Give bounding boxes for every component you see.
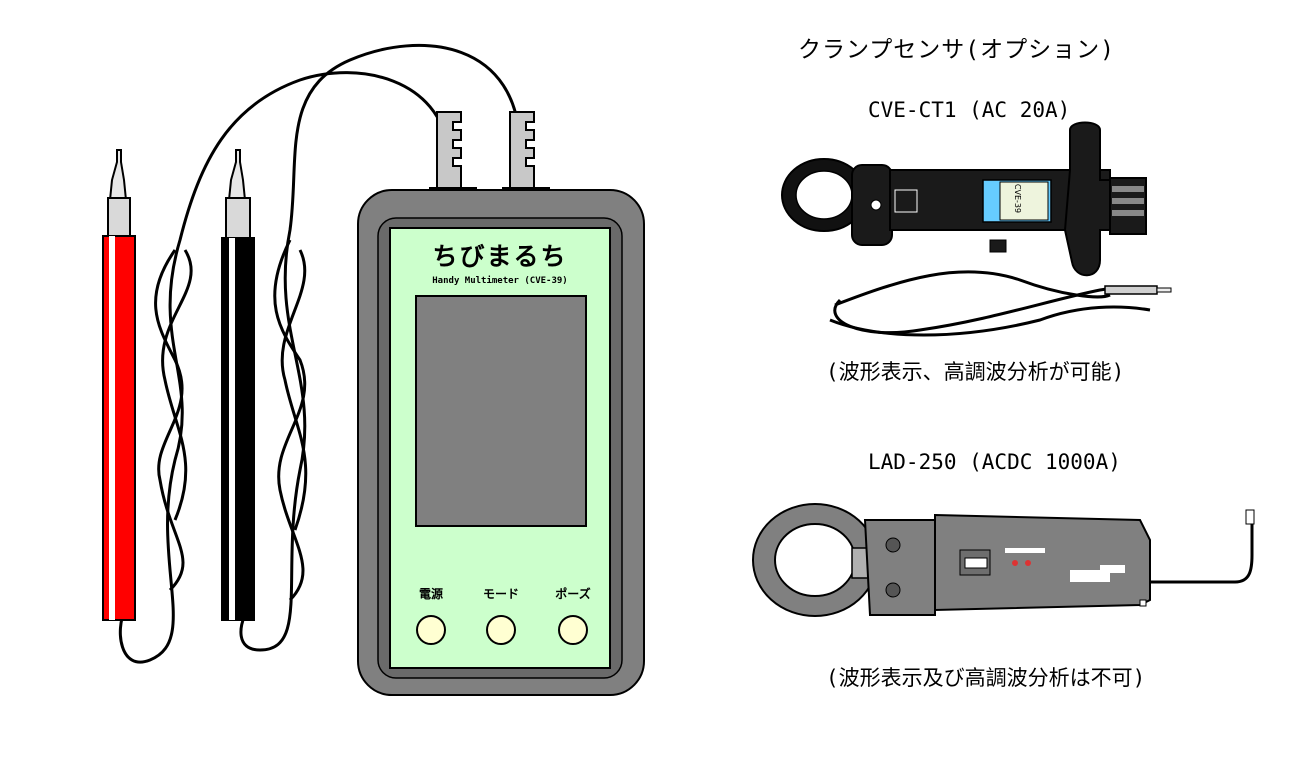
black-test-probe <box>221 149 255 621</box>
ct1-label-tag: CVE-39 <box>1013 183 1023 214</box>
mode-button-label: モード <box>482 587 519 601</box>
multimeter-name: ちびまるち <box>432 242 568 271</box>
cve-ct1-name: CVE-CT1 (AC 20A) <box>868 98 1071 122</box>
lad-250-clamp-sensor <box>752 503 1255 617</box>
probe-cables <box>118 43 522 664</box>
pause-button-label: ポーズ <box>555 587 591 601</box>
mode-button <box>486 615 516 645</box>
red-test-probe <box>102 149 136 621</box>
lad-250-name: LAD-250 (ACDC 1000A) <box>868 450 1121 474</box>
probe-connectors <box>429 111 550 197</box>
power-button <box>416 615 446 645</box>
pause-button <box>558 615 588 645</box>
multimeter-subtitle: Handy Multimeter (CVE-39) <box>432 276 568 286</box>
clamp-sensor-option-title: クランプセンサ(オプション) <box>798 37 1116 63</box>
multimeter-body <box>357 189 645 696</box>
power-button-label: 電源 <box>418 587 443 601</box>
cve-ct1-clamp-sensor <box>781 121 1172 337</box>
cve-ct1-note: (波形表示、高調波分析が可能) <box>826 360 1125 384</box>
lad-250-note: (波形表示及び高調波分析は不可) <box>826 666 1146 690</box>
